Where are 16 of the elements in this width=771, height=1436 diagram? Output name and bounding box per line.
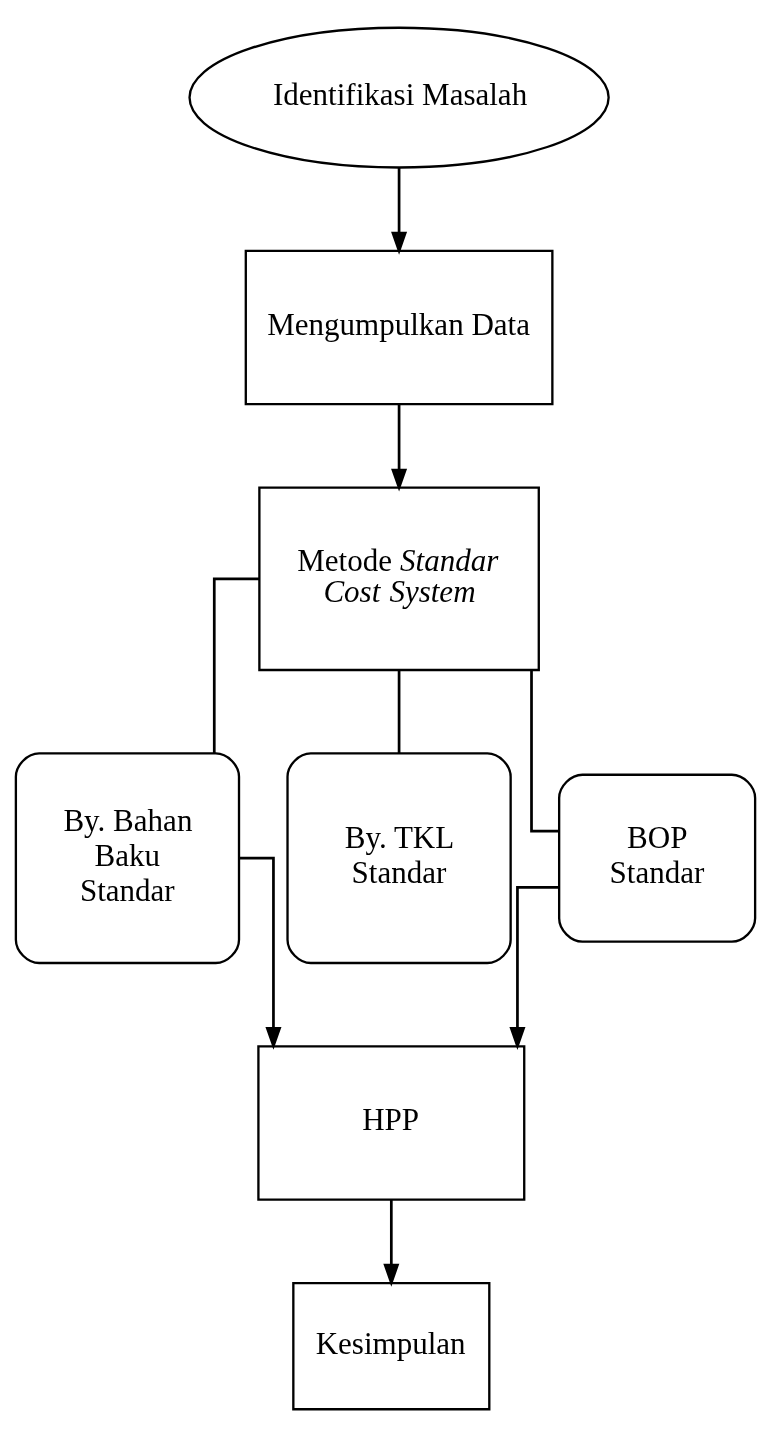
node-ellipse: Identifikasi Masalah: [188, 26, 610, 169]
node-box: By. TKL Standar: [286, 751, 512, 964]
arrow: [509, 885, 559, 1050]
connector: [397, 669, 401, 753]
arrow: [383, 1199, 400, 1287]
node-box: Mengumpulkan Data: [244, 249, 554, 405]
node-box: Kesimpulan: [292, 1281, 491, 1410]
arrow: [391, 403, 408, 492]
connector: [530, 670, 559, 832]
arrow: [391, 167, 408, 255]
node-box: Metode Standar Cost System: [258, 485, 540, 671]
node-box: HPP: [257, 1044, 526, 1201]
arrow: [239, 856, 282, 1050]
node-box: BOP Standar: [558, 773, 757, 943]
connector: [212, 576, 259, 753]
node-box: By. Bahan Baku Standar: [14, 751, 241, 964]
